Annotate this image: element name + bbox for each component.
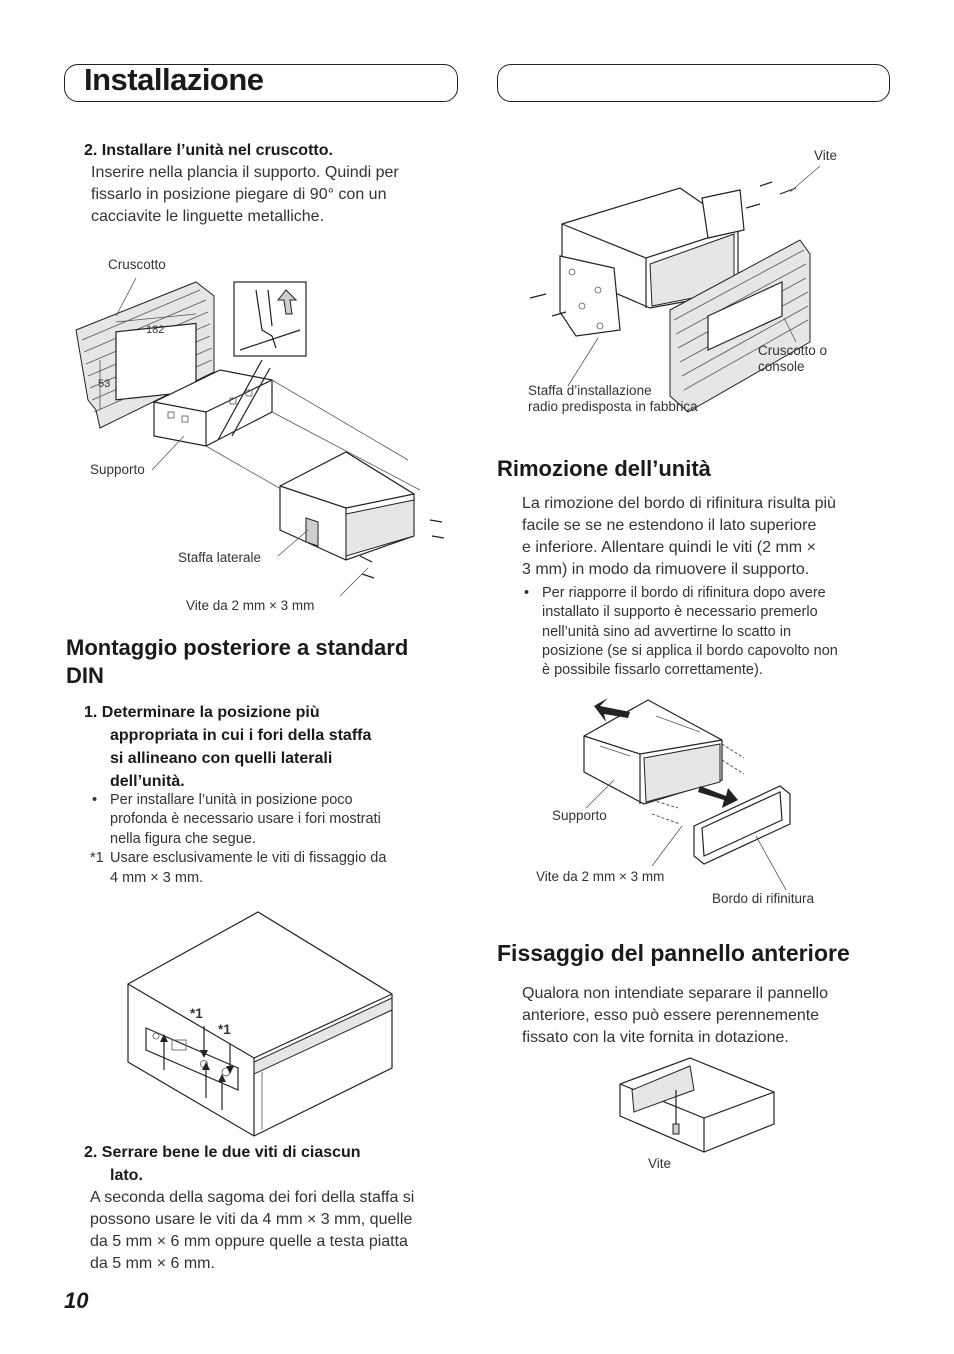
rimozione-bullet-line2: installato il supporto è necessario prem… — [542, 604, 818, 620]
heading-fissaggio: Fissaggio del pannello anteriore — [497, 940, 850, 966]
din-bullet-line3: nella figura che segue. — [110, 831, 256, 847]
rimozione-line4: 3 mm) in modo da rimuovere il supporto. — [522, 561, 810, 578]
fig-din-mark-2: *1 — [218, 1022, 231, 1037]
din-bullet: • — [92, 792, 98, 808]
label-dim-182: 182 — [146, 324, 165, 336]
step2-line-2: fissarlo in posizione piegare di 90° con… — [91, 186, 387, 203]
rimozione-bullet-line3: nell’unità sino ad avvertirne lo scatto … — [542, 624, 792, 640]
label-removal-supporto: Supporto — [552, 808, 607, 823]
din-step2-body1: A seconda della sagoma dei fori della st… — [90, 1189, 415, 1206]
din-step1-line1: 1. Determinare la posizione più — [84, 704, 320, 721]
din-step1-line2: appropriata in cui i fori della staffa — [110, 727, 372, 744]
din-bullet-line1: Per installare l’unità in posizione poco — [110, 792, 353, 808]
din-step2-line1: 2. Serrare bene le due viti di ciascun — [84, 1144, 361, 1161]
fig-din-mark-1: *1 — [190, 1006, 203, 1021]
heading-din-line1: Montaggio posteriore a standard — [66, 635, 409, 660]
label-removal-bordo: Bordo di rifinitura — [712, 891, 815, 906]
step2-line-1: Inserire nella plancia il supporto. Quin… — [91, 164, 399, 181]
label-vite-top: Vite — [814, 148, 838, 163]
din-step2-body3: da 5 mm × 6 mm oppure quelle a testa pia… — [90, 1233, 408, 1250]
fissaggio-line3: fissato con la vite fornita in dotazione… — [522, 1029, 789, 1046]
rimozione-line2: facile se se ne estendono il lato superi… — [522, 517, 817, 534]
heading-rimozione: Rimozione dell’unità — [497, 456, 711, 481]
label-cruscotto-console-2: console — [758, 359, 805, 374]
label-cruscotto-console-1: Cruscotto o — [758, 343, 828, 358]
din-bullet-line2: profonda è necessario usare i fori mostr… — [110, 811, 381, 827]
rimozione-line3: e inferiore. Allentare quindi le viti (2… — [522, 539, 816, 556]
heading-din-line2: DIN — [66, 663, 104, 688]
header-right-box — [497, 64, 890, 102]
label-staffa-laterale: Staffa laterale — [178, 550, 262, 565]
din-step1-line3: si allineano con quelli laterali — [110, 750, 333, 767]
header-left-box — [64, 64, 458, 102]
din-note-line2: 4 mm × 3 mm. — [110, 870, 204, 886]
din-step2-body4: da 5 mm × 6 mm. — [90, 1255, 215, 1272]
din-note-line1: Usare esclusivamente le viti di fissaggi… — [110, 850, 387, 866]
label-removal-vite: Vite da 2 mm × 3 mm — [536, 869, 665, 884]
label-staffa-2: radio predisposta in fabbrica — [528, 399, 698, 414]
din-note-mark: *1 — [90, 850, 104, 866]
page-title: Installazione — [84, 62, 264, 97]
din-step2-line2: lato. — [110, 1167, 143, 1184]
label-staffa-1: Staffa d’installazione — [528, 383, 652, 398]
label-vite: Vite da 2 mm × 3 mm — [186, 598, 315, 613]
label-supporto: Supporto — [90, 462, 145, 477]
rimozione-bullet-line1: Per riapporre il bordo di rifinitura dop… — [542, 585, 826, 601]
rimozione-line1: La rimozione del bordo di rifinitura ris… — [522, 495, 836, 512]
rimozione-bullet-line4: posizione (se si applica il bordo capovo… — [542, 643, 838, 659]
label-cruscotto: Cruscotto — [108, 257, 166, 272]
label-dim-53: 53 — [98, 378, 111, 390]
label-front-panel-vite: Vite — [648, 1156, 672, 1171]
step2-line-3: cacciavite le linguette metalliche. — [91, 208, 325, 225]
fissaggio-line1: Qualora non intendiate separare il panne… — [522, 985, 828, 1002]
page-number: 10 — [64, 1288, 89, 1313]
step2-title: 2. Installare l’unità nel cruscotto. — [84, 142, 333, 159]
din-step2-body2: possono usare le viti da 4 mm × 3 mm, qu… — [90, 1211, 413, 1228]
rimozione-bullet-line5: è possibile fissarlo correttamente). — [542, 662, 763, 678]
din-step1-line4: dell’unità. — [110, 773, 185, 790]
fissaggio-line2: anteriore, esso può essere perennemente — [522, 1007, 820, 1024]
rimozione-bullet: • — [524, 585, 530, 601]
